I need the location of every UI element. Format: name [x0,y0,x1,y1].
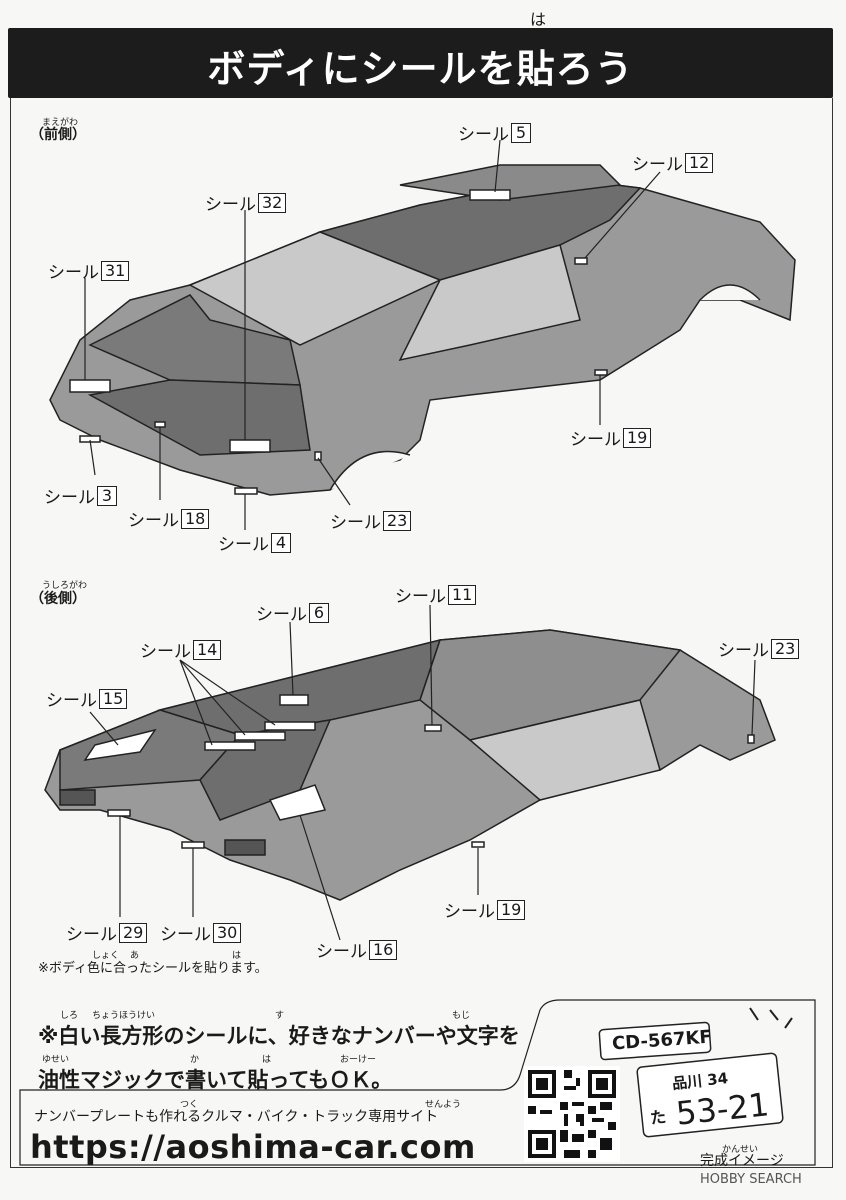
callout-number: 5 [511,122,531,143]
callout-number: 15 [99,688,128,709]
ruby-shiro: しろ [60,1011,79,1021]
ruby-ka: か [190,1055,200,1065]
callout-word: シール [570,430,621,450]
complete-image-label: 完成イメージ [700,1153,784,1169]
callout-word: シール [316,942,367,962]
callout-number: 14 [193,639,222,660]
callout-number: 6 [309,602,329,623]
rear-section-ruby: うしろがわ [42,581,88,591]
callout-number: 31 [101,260,130,281]
callout-word: シール [330,513,381,533]
callout-word: シール [128,511,179,531]
title-bar: ボディにシールを貼ろう [8,28,833,98]
callout-word: シール [256,605,307,625]
callout-number: 3 [97,485,117,506]
front-leader-lines [84,139,661,530]
callout-number: 4 [271,532,291,553]
note-ruby-ha: は [232,951,242,961]
rear-section-label: （後側） [30,591,86,607]
front-car-drawing [49,164,796,496]
page-title: ボディにシールを貼ろう [207,47,634,91]
plate-large-kana: た [649,1107,668,1128]
site-url-link[interactable]: https://aoshima-car.com [30,1128,476,1166]
callout-word: シール [160,925,211,945]
callout-word: シール [44,488,95,508]
ruby-chouhoukei: ちょうほうけい [92,1011,156,1021]
callout-number: 16 [369,939,398,960]
bottom-note-line1: ※白い長方形のシールに、好きなナンバーや文字を [38,1024,520,1048]
callout-word: シール [48,263,99,283]
rear-car-drawing [44,629,776,901]
callout-number: 18 [181,508,210,529]
callout-number: 30 [213,922,242,943]
front-section-label: （前側） [30,127,86,143]
callout-word: シール [395,587,446,607]
bottom-note-line2: 油性マジックで書いて貼ってもＯＫ。 [38,1068,393,1092]
callout-number: 29 [119,922,148,943]
page-frame [10,98,833,1168]
callout-number: 19 [497,899,526,920]
caption-ruby-tsuku: つく [180,1100,199,1110]
complete-ruby: かんせい [722,1145,759,1155]
body-color-note: ※ボディ色に合ったシールを貼ります。 [38,961,268,976]
callout-number: 11 [448,584,477,605]
title-ruby: は [530,10,547,29]
ruby-ha2: は [262,1055,272,1065]
callout-number: 23 [771,638,800,659]
callout-word: シール [718,641,769,661]
callout-word: シール [205,195,256,215]
callout-word: シール [632,155,683,175]
callout-number: 12 [685,152,714,173]
front-section-ruby: まえがわ [42,118,79,128]
site-caption: ナンバープレートも作れるクルマ・バイク・トラック専用サイト [34,1109,439,1125]
caption-ruby-senyou: せんよう [425,1100,462,1110]
callout-number: 19 [623,427,652,448]
note-ruby-iro: しょく [92,951,120,961]
callout-word: シール [444,902,495,922]
note-ruby-a: あ [130,951,140,961]
callout-number: 23 [383,510,412,531]
ruby-ok: おーけー [340,1055,377,1065]
callout-word: シール [46,691,97,711]
rear-leader-lines [89,604,756,941]
watermark: HOBBY SEARCH [700,1172,802,1187]
plate-large-drawing [636,1052,784,1138]
callout-word: シール [140,642,191,662]
callout-word: シール [66,925,117,945]
qr-code[interactable] [524,1066,620,1162]
ruby-moji: もじ [452,1011,471,1021]
ruby-yusei: ゆせい [42,1055,70,1065]
qr-code-icon [524,1066,620,1162]
ruby-su: す [275,1011,285,1021]
callout-word: シール [218,535,269,555]
callout-word: シール [458,125,509,145]
callout-number: 32 [258,192,287,213]
plate-small-drawing [598,1021,712,1061]
